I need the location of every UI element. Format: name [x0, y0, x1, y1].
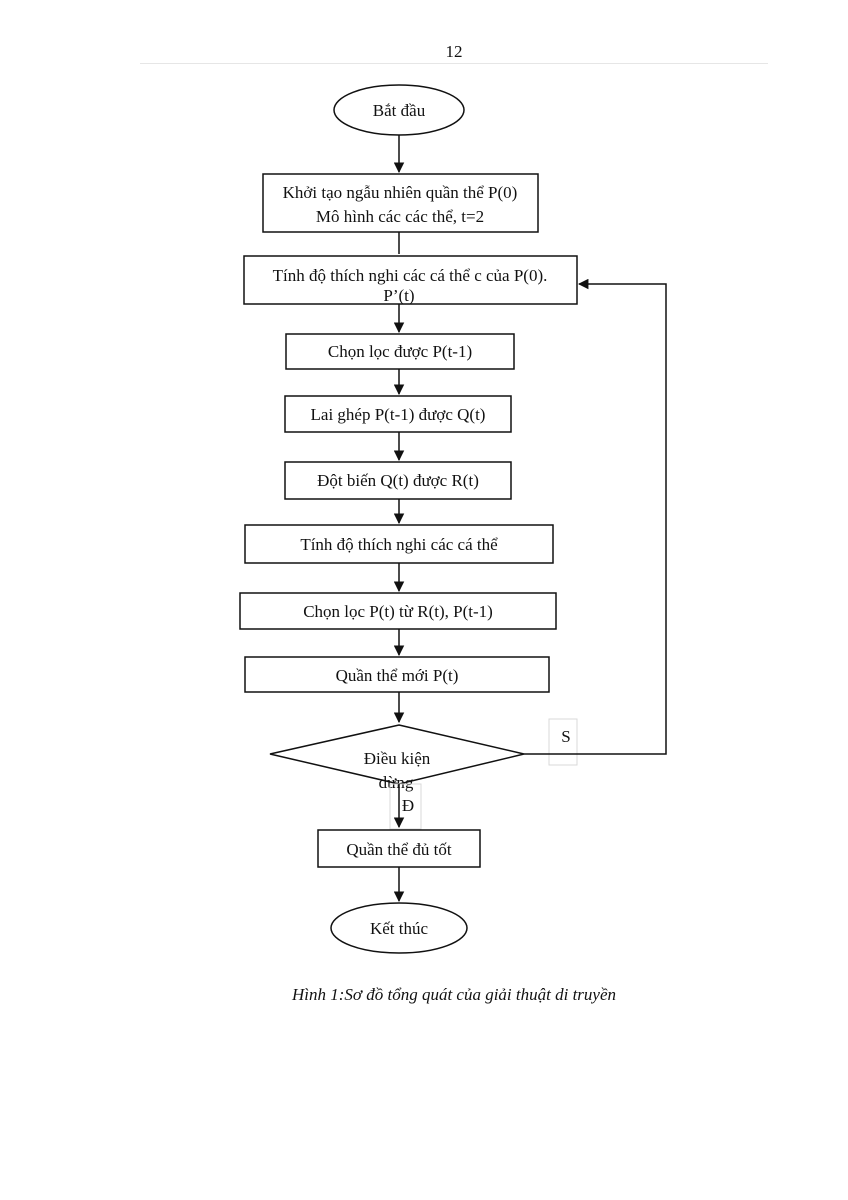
yes-label: Đ	[402, 796, 414, 815]
no-label-frame	[548, 718, 578, 766]
start-label: Bắt đầu	[373, 101, 426, 120]
init-label-line1: Khởi tạo ngẫu nhiên quần thể P(0)	[283, 183, 518, 202]
end-label: Kết thúc	[370, 919, 429, 938]
fitness-box	[243, 255, 578, 305]
no-label: S	[561, 727, 570, 746]
select-box	[285, 333, 515, 370]
condition-label-line2: dừng	[379, 773, 414, 792]
init-box	[262, 173, 539, 233]
crossover-box	[284, 395, 512, 433]
select2-box	[239, 592, 557, 630]
header-divider	[140, 63, 768, 64]
crossover-label: Lai ghép P(t-1) được Q(t)	[311, 405, 486, 424]
new-population-box	[244, 656, 550, 693]
fitness-label-line2: P’(t)	[383, 286, 414, 305]
new-population-label: Quần thể mới P(t)	[336, 666, 459, 685]
condition-label-line1: Điều kiện	[364, 749, 431, 768]
end-terminal	[330, 902, 468, 954]
figure-caption: Hình 1:Sơ đồ tổng quát của giải thuật di…	[291, 985, 617, 1004]
loop-back-arrow	[524, 278, 667, 755]
mutation-label: Đột biến Q(t) được R(t)	[317, 471, 479, 490]
fitness-label-line1: Tính độ thích nghi các cá thể c của P(0)…	[273, 266, 548, 285]
good-population-label: Quần thể đủ tốt	[346, 840, 452, 859]
yes-label-frame	[389, 783, 422, 830]
page-number: 12	[445, 42, 463, 61]
init-label-line2: Mô hình các các thể, t=2	[316, 207, 484, 226]
fitness2-label: Tính độ thích nghi các cá thể	[300, 535, 498, 554]
select2-label: Chọn lọc P(t) từ R(t), P(t-1)	[303, 602, 493, 621]
fitness2-box	[244, 524, 554, 564]
select-label: Chọn lọc được P(t-1)	[328, 342, 472, 361]
mutation-box	[284, 461, 512, 500]
